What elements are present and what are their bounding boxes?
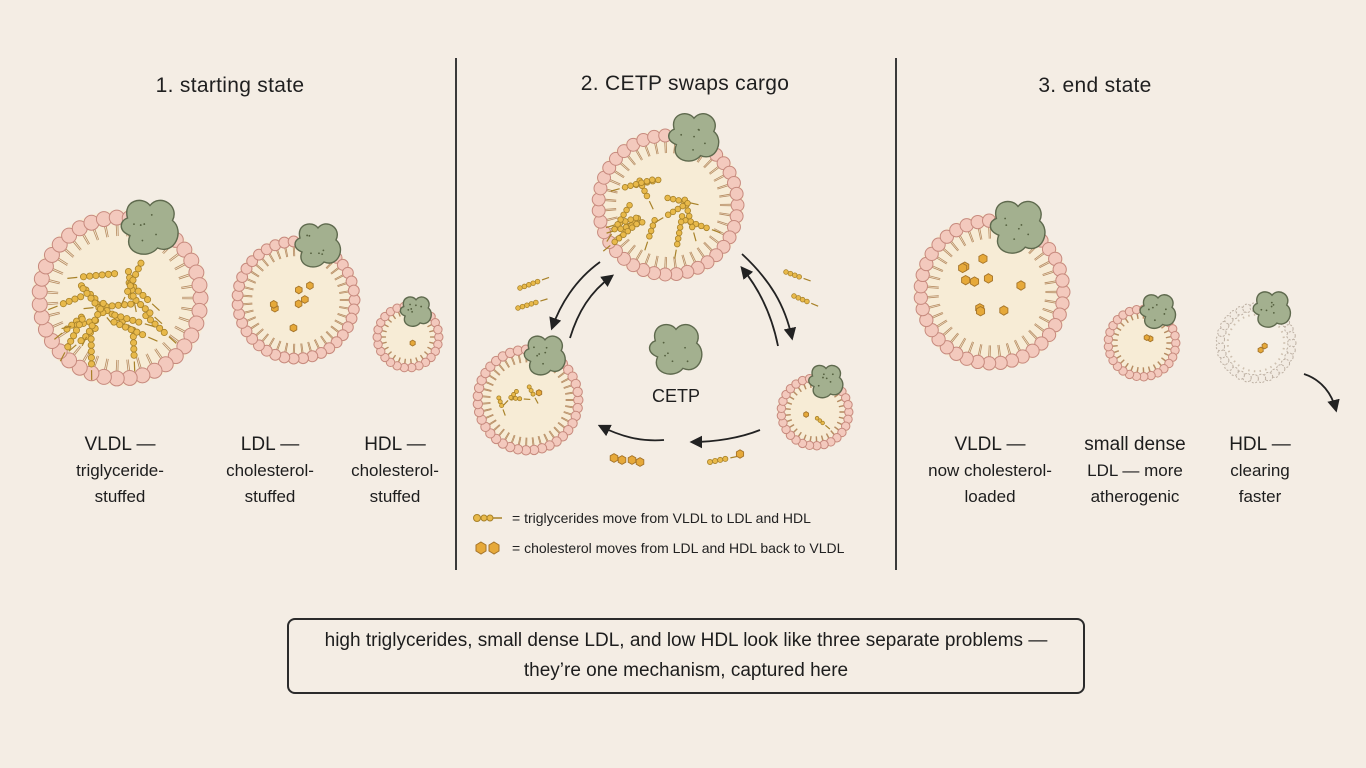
caption-line: atherogenic xyxy=(1090,487,1180,506)
caption-heading: VLDL — xyxy=(954,434,1026,455)
panel-divider-1 xyxy=(455,58,457,570)
cetp-label: CETP xyxy=(651,386,700,406)
panel-1-title: 1. starting state xyxy=(155,74,305,97)
caption-line: faster xyxy=(1238,487,1282,506)
arrow-hdl-to-ldl-2 xyxy=(689,429,761,449)
legend-triglycerides: = triglycerides move from VLDL to LDL an… xyxy=(472,510,811,526)
summary-box: high triglycerides, small dense LDL, and… xyxy=(287,618,1085,694)
summary-line-1: high triglycerides, small dense LDL, and… xyxy=(324,630,1048,651)
legend-text: = triglycerides move from VLDL to LDL an… xyxy=(512,510,811,526)
arrow-hdl-to-ldl-1 xyxy=(597,424,665,442)
caption-vldl-start: VLDL — triglyceride- stuffed xyxy=(50,432,190,510)
panel-3-title: 3. end state xyxy=(1038,74,1152,97)
arrow-ldl-to-vldl xyxy=(569,274,615,339)
panel-2-title: 2. CETP swaps cargo xyxy=(580,72,790,95)
caption-hdl-start: HDL — cholesterol- stuffed xyxy=(340,432,450,510)
caption-heading: HDL — xyxy=(364,434,426,455)
ldl-particle-left xyxy=(472,335,584,456)
triglyceride-chain-icon xyxy=(473,514,502,522)
caption-heading: VLDL — xyxy=(84,434,156,455)
legend-text: = cholesterol moves from LDL and HDL bac… xyxy=(512,540,845,556)
caption-line: loaded xyxy=(964,487,1016,506)
caption-line: stuffed xyxy=(244,487,296,506)
hdl-particle-end xyxy=(1215,291,1297,384)
vldl-particle-center xyxy=(591,113,745,282)
caption-heading: HDL — xyxy=(1229,434,1291,455)
hdl-clearance-arrow xyxy=(1303,373,1340,413)
hdl-particle-right xyxy=(776,364,854,451)
caption-hdl-end: HDL — clearing faster xyxy=(1205,432,1315,510)
caption-line: stuffed xyxy=(94,487,146,506)
caption-vldl-end: VLDL — now cholesterol- loaded xyxy=(915,432,1065,510)
ldl-particle-start xyxy=(231,223,361,365)
cetp-protein-icon xyxy=(648,323,703,375)
arrow-vldl-to-hdl xyxy=(741,253,797,341)
caption-line: triglyceride- xyxy=(76,461,164,480)
caption-line: clearing xyxy=(1230,461,1290,480)
caption-line: now cholesterol- xyxy=(928,461,1052,480)
arrow-vldl-to-ldl xyxy=(549,261,601,331)
ldl-particle-end xyxy=(1103,294,1181,382)
panel-divider-2 xyxy=(895,58,897,570)
caption-line: LDL — more xyxy=(1087,461,1183,480)
vldl-particle-start xyxy=(31,199,209,387)
hdl-particle-start xyxy=(372,296,444,373)
summary-line-2: they’re one mechanism, captured here xyxy=(523,660,849,681)
caption-heading: small dense xyxy=(1084,434,1186,455)
caption-ldl-start: LDL — cholesterol- stuffed xyxy=(205,432,335,510)
caption-line: cholesterol- xyxy=(351,461,439,480)
caption-ldl-end: small dense LDL — more atherogenic xyxy=(1070,432,1200,510)
legend-cholesterol: = cholesterol moves from LDL and HDL bac… xyxy=(472,540,844,556)
cholesterol-ring-icon xyxy=(475,541,500,555)
caption-line: stuffed xyxy=(369,487,421,506)
caption-heading: LDL — xyxy=(240,434,300,455)
floating-cargo xyxy=(515,269,819,467)
arrow-hdl-to-vldl xyxy=(740,266,779,347)
caption-line: cholesterol- xyxy=(226,461,314,480)
vldl-particle-end xyxy=(913,200,1071,371)
